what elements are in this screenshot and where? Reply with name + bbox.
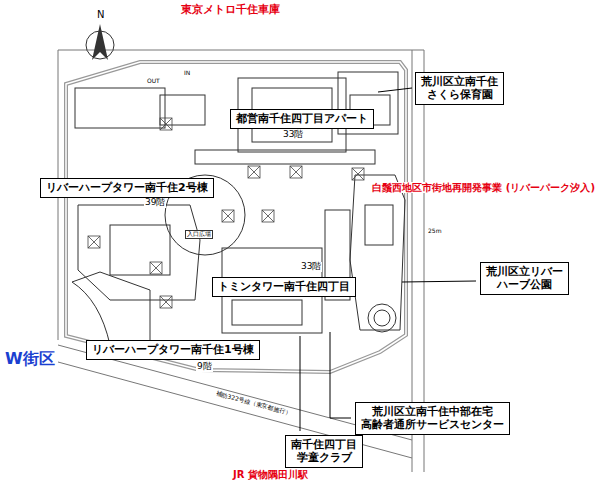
facility-label-box: リバーハープタワー南千住2号棟 (40, 178, 214, 198)
road-name: 補助322号線（東京都施行） (214, 390, 292, 417)
building-outline (110, 225, 170, 275)
park-outline (350, 175, 405, 330)
facility-name: リバーハープタワー南千住1号棟 (92, 343, 254, 356)
district-name: W街区 (4, 350, 56, 368)
facility-name: 荒川区立リバー ハーブ公園 (486, 265, 563, 291)
place-name: 東京メトロ千住車庫 (180, 4, 281, 16)
facility-name: 荒川区立南千住 さくら保育園 (421, 75, 498, 101)
facility-label-box: 荒川区立リバー ハーブ公園 (480, 262, 569, 295)
tree-square (248, 166, 260, 178)
floor-count: 9階 (196, 362, 213, 372)
floor-count: 39階 (144, 198, 166, 208)
park-circle (374, 310, 390, 326)
dimension: 25m (427, 228, 442, 235)
facility-label-box: 都営南千住四丁目アパート (230, 109, 374, 129)
facility-name: 荒川区立南千住中部在宅 高齢者通所サービスセンター (361, 405, 504, 431)
building-outline (72, 272, 150, 345)
leader-line (378, 88, 412, 92)
facility-name: トミンタワー南千住四丁目 (218, 280, 350, 293)
park-structure (365, 205, 393, 245)
facility-label-box: 荒川区立南千住 さくら保育園 (415, 72, 504, 105)
north-mark: N (96, 9, 105, 20)
floor-count: 33階 (300, 262, 322, 272)
site-boundary (66, 62, 406, 372)
tree-square (262, 210, 274, 222)
tree-square (222, 210, 234, 222)
facility-label-box: リバーハープタワー南千住1号棟 (86, 340, 260, 360)
facility-label-box: トミンタワー南千住四丁目 (212, 277, 356, 297)
building-outline (75, 88, 165, 128)
tree-square (290, 166, 302, 178)
tree-square (160, 296, 172, 308)
plaza-name: 入口広場 (185, 230, 213, 239)
site-boundary-inner (66, 62, 406, 372)
facility-label-box: 南千住四丁目 学童クラブ (285, 435, 363, 468)
building-outline (160, 95, 205, 125)
building-outline (232, 300, 302, 325)
tree-square (352, 168, 364, 180)
facility-label-box: 荒川区立南千住中部在宅 高齢者通所サービスセンター (355, 402, 510, 435)
tree-square (150, 262, 162, 274)
tree-square (88, 236, 100, 248)
facility-name: リバーハープタワー南千住2号棟 (46, 181, 208, 194)
north-arrow (86, 24, 114, 60)
facility-name: 南千住四丁目 学童クラブ (291, 438, 357, 464)
facility-name: 都営南千住四丁目アパート (236, 112, 368, 125)
leader-line (330, 332, 351, 418)
floor-count: 33階 (282, 130, 304, 140)
walkway (195, 150, 375, 164)
place-name: JR 貨物隅田川駅 (232, 469, 309, 480)
leader-line (300, 336, 301, 431)
tree-square (160, 118, 172, 130)
project-name: 白鬚西地区市街地再開発事業 (リバーパーク汐入) (371, 182, 596, 193)
leader-line (402, 281, 476, 282)
exit-mark: OUT (146, 78, 161, 85)
park-circle (368, 304, 396, 332)
entry-mark: IN (183, 70, 191, 77)
